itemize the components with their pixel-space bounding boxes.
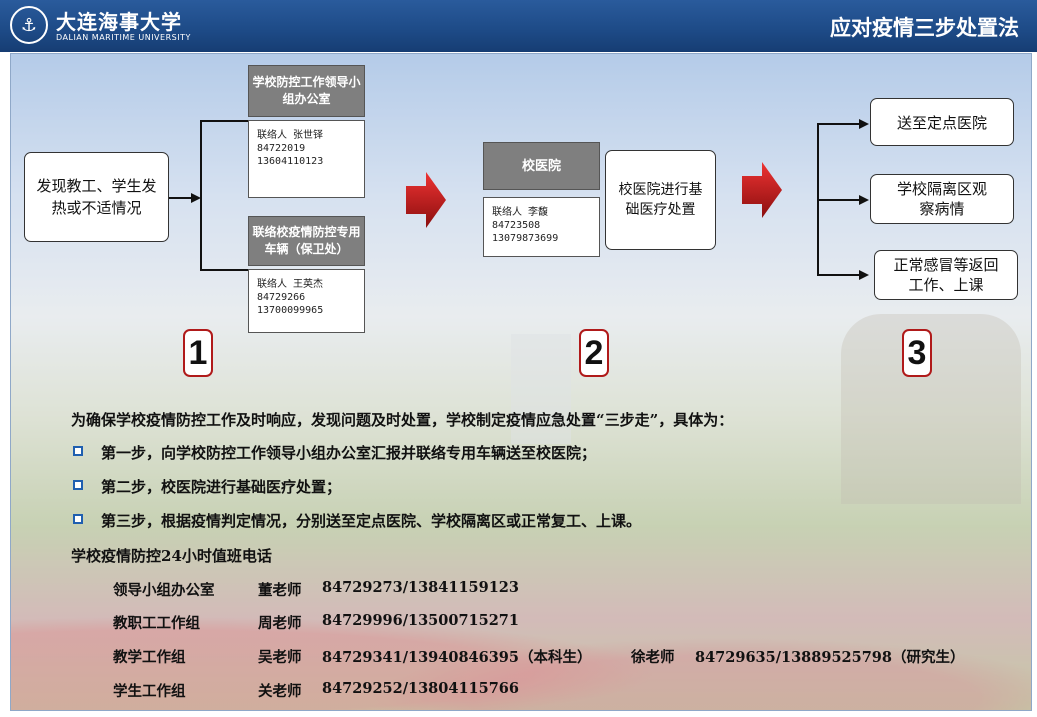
content-area: 发现教工、学生发热或不适情况 学校防控工作领导小组办公室 联络人 张世铎 847… xyxy=(10,53,1032,711)
hotline-phone-2: 84729635/13889525798（研究生） xyxy=(695,649,965,666)
university-name-en: DALIAN MARITIME UNIVERSITY xyxy=(56,33,191,42)
step-number-1: 1 xyxy=(183,329,213,377)
page-title: 应对疫情三步处置法 xyxy=(830,16,1019,40)
treatment-box: 校医院进行基础医疗处置 xyxy=(605,150,716,250)
hotline-dept: 领导小组办公室 xyxy=(113,582,215,599)
office-contact-card: 联络人 张世铎 84722019 13604110123 xyxy=(248,120,365,198)
start-box: 发现教工、学生发热或不适情况 xyxy=(24,152,169,242)
hotline-person: 董老师 xyxy=(258,582,302,599)
vehicle-phone-1: 84729266 xyxy=(257,292,306,303)
connector-line xyxy=(169,197,197,199)
arrow-head-icon xyxy=(859,270,869,280)
hospital-phone-2: 13079873699 xyxy=(492,233,559,244)
office-phone-2: 13604110123 xyxy=(257,156,324,167)
square-bullet-icon xyxy=(73,446,83,456)
outcome-return-to-work: 正常感冒等返回工作、上课 xyxy=(874,250,1018,300)
intro-paragraph: 为确保学校疫情防控工作及时响应，发现问题及时处置，学校制定疫情应急处置“三步走”… xyxy=(71,411,734,429)
connector-line xyxy=(200,120,248,122)
background-flowerbeds xyxy=(11,574,1031,710)
red-arrow-icon xyxy=(742,162,782,218)
connector-line xyxy=(200,120,202,270)
hospital-contact-name: 联络人 李馥 xyxy=(492,207,549,218)
hospital-contact-card: 联络人 李馥 84723508 13079873699 xyxy=(483,197,600,257)
connector-line xyxy=(817,199,865,201)
step-2-text: 第二步，校医院进行基础医疗处置； xyxy=(101,478,342,496)
step-number-3: 3 xyxy=(902,329,932,377)
vehicle-contact-name: 联络人 王英杰 xyxy=(257,279,324,290)
background-building xyxy=(511,334,571,444)
hotline-person: 关老师 xyxy=(258,683,302,700)
university-seal-icon: ⚓ xyxy=(10,6,48,44)
square-bullet-icon xyxy=(73,480,83,490)
hotline-phone: 84729273/13841159123 xyxy=(322,579,519,596)
arrow-head-icon xyxy=(191,193,201,203)
hospital-phone-1: 84723508 xyxy=(492,220,541,231)
hotline-phone: 84729996/13500715271 xyxy=(322,612,519,629)
hotline-phone: 84729341/13940846395（本科生） xyxy=(322,649,592,666)
step-number-2: 2 xyxy=(579,329,609,377)
vehicle-contact-card: 联络人 王英杰 84729266 13700099965 xyxy=(248,269,365,333)
hotline-dept: 教职工工作组 xyxy=(113,615,200,632)
hotline-dept: 学生工作组 xyxy=(113,683,186,700)
hotline-dept: 教学工作组 xyxy=(113,649,186,666)
step-1-text: 第一步，向学校防控工作领导小组办公室汇报并联络专用车辆送至校医院； xyxy=(101,444,597,462)
connector-line xyxy=(200,269,248,271)
step-3-text: 第三步，根据疫情判定情况，分别送至定点医院、学校隔离区或正常复工、上课。 xyxy=(101,512,642,530)
office-header: 学校防控工作领导小组办公室 xyxy=(248,65,365,117)
vehicle-header: 联络校疫情防控专用车辆（保卫处） xyxy=(248,216,365,266)
outcome-designated-hospital: 送至定点医院 xyxy=(870,98,1014,146)
header-bar: ⚓ 大连海事大学 DALIAN MARITIME UNIVERSITY 应对疫情… xyxy=(0,0,1037,52)
red-arrow-icon xyxy=(406,172,446,228)
hospital-header: 校医院 xyxy=(483,142,600,190)
hotline-person: 周老师 xyxy=(258,615,302,632)
hotline-person: 吴老师 xyxy=(258,649,302,666)
connector-line xyxy=(817,274,865,276)
hotline-phone: 84729252/13804115766 xyxy=(322,680,519,697)
university-name-cn: 大连海事大学 xyxy=(56,10,182,34)
connector-line xyxy=(817,123,865,125)
vehicle-phone-2: 13700099965 xyxy=(257,305,324,316)
arrow-head-icon xyxy=(859,195,869,205)
square-bullet-icon xyxy=(73,514,83,524)
office-phone-1: 84722019 xyxy=(257,143,306,154)
outcome-isolation-area: 学校隔离区观察病情 xyxy=(870,174,1014,224)
hotline-title: 学校疫情防控24小时值班电话 xyxy=(71,547,272,565)
arrow-head-icon xyxy=(859,119,869,129)
office-contact-name: 联络人 张世铎 xyxy=(257,130,324,141)
hotline-person-2: 徐老师 xyxy=(631,649,675,666)
